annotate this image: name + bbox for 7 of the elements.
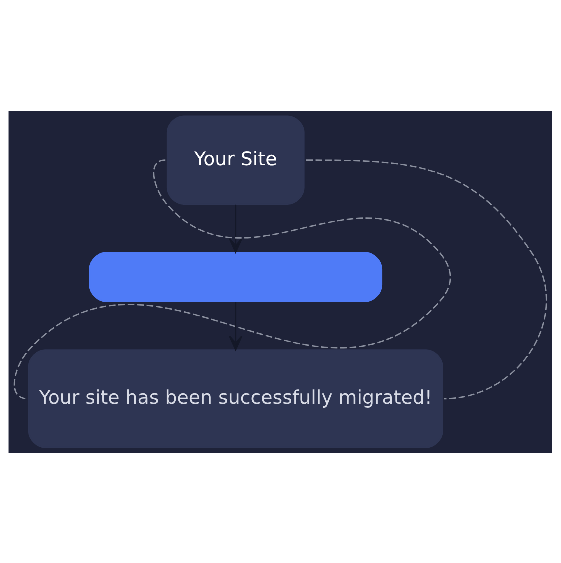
arrow — [229, 204, 243, 253]
connector — [306, 159, 548, 400]
node-box: Your Site — [166, 115, 305, 204]
arrow — [229, 302, 243, 350]
node-box — [89, 252, 383, 302]
node-box: Your site has been successfully migrated! — [28, 349, 444, 448]
connector — [14, 159, 451, 400]
